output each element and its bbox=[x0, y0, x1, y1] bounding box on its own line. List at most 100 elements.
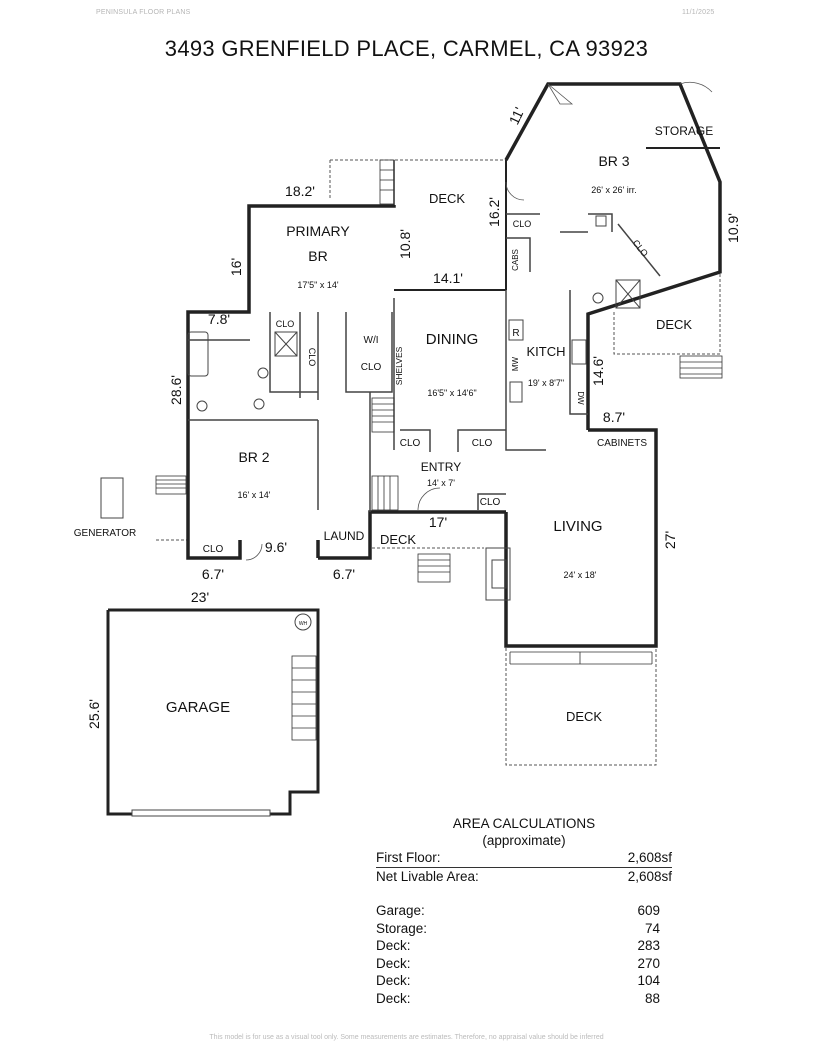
wall-clo-entry bbox=[477, 493, 506, 510]
dim-28-6: 28.6' bbox=[168, 375, 184, 405]
room-dining-size: 16'5" x 14'6" bbox=[427, 388, 476, 398]
cabinets-label: CABINETS bbox=[597, 438, 647, 449]
room-br3-name: BR 3 bbox=[598, 153, 629, 169]
garage-door bbox=[131, 809, 271, 817]
garage-walls bbox=[106, 608, 320, 816]
fireplace bbox=[485, 547, 511, 601]
area-title-line1: AREA CALCULATIONS bbox=[452, 816, 596, 831]
area-title-line2: (approximate) bbox=[482, 833, 566, 848]
room-kitchen-size: 19' x 8'7" bbox=[528, 378, 564, 388]
dim-6-7-right: 6.7' bbox=[333, 566, 355, 582]
first-floor-value: 2,608sf bbox=[627, 850, 672, 865]
room-entry-name: ENTRY bbox=[421, 460, 461, 474]
dim-9-6: 9.6' bbox=[265, 539, 287, 555]
generator-box bbox=[100, 477, 124, 519]
stairs-deck-top bbox=[379, 159, 395, 205]
area-row-item: Storage: 74 bbox=[376, 920, 672, 938]
room-kitchen-name: KITCH bbox=[527, 344, 566, 359]
deck-bottom-right-label: DECK bbox=[566, 709, 602, 724]
refrigerator bbox=[508, 319, 524, 341]
wall-cabs bbox=[506, 237, 531, 272]
deck-bottom-left-label: DECK bbox=[380, 532, 416, 547]
area-item-label: Garage: bbox=[376, 903, 425, 918]
shower-x2 bbox=[274, 331, 298, 357]
room-laund-name: LAUND bbox=[324, 529, 365, 543]
room-storage-name: STORAGE bbox=[655, 124, 713, 138]
area-row-item: Deck: 88 bbox=[376, 990, 672, 1008]
deck-top-label: DECK bbox=[429, 191, 465, 206]
dim-6-7-left: 6.7' bbox=[202, 566, 224, 582]
brand-label: PENINSULA FLOOR PLANS bbox=[96, 9, 191, 16]
dim-14-6: 14.6' bbox=[590, 356, 606, 386]
date-label: 11/1/2025 bbox=[682, 9, 715, 16]
area-item-value: 270 bbox=[637, 955, 660, 971]
stairs-entry bbox=[371, 475, 399, 511]
area-item-label: Deck: bbox=[376, 973, 411, 988]
stairs-deck-right bbox=[679, 355, 723, 379]
room-primary-name-2: BR bbox=[308, 248, 327, 264]
area-row-item: Garage: 609 bbox=[376, 902, 672, 920]
door-br3-deck bbox=[505, 181, 525, 201]
door-swings bbox=[245, 81, 713, 561]
first-floor-label: First Floor: bbox=[376, 850, 441, 865]
clo-label-br2: CLO bbox=[203, 544, 224, 555]
mw-label: MW bbox=[511, 356, 520, 371]
wall-br2-west bbox=[186, 415, 242, 560]
area-row-first-floor: First Floor: 2,608sf bbox=[376, 849, 672, 868]
dim-23: 23' bbox=[191, 589, 209, 605]
room-primary-name-1: PRIMARY bbox=[286, 223, 350, 239]
dim-18-2: 18.2' bbox=[285, 183, 315, 199]
shower bbox=[274, 331, 298, 357]
water-heater bbox=[294, 613, 312, 631]
shower-br3 bbox=[615, 279, 641, 309]
room-dining-name: DINING bbox=[426, 331, 479, 348]
disclaimer-footer: This model is for use as a visual tool o… bbox=[209, 1034, 604, 1041]
clo-label-1: CLO bbox=[276, 319, 295, 329]
dim-27: 27' bbox=[662, 531, 678, 549]
clo-label-vertical: CLO bbox=[307, 348, 317, 367]
stairs-deck-left bbox=[417, 553, 451, 583]
wall-dw bbox=[569, 290, 588, 415]
area-item-value: 104 bbox=[637, 973, 660, 988]
area-row-item: Deck: 270 bbox=[376, 955, 672, 973]
wall-living bbox=[504, 428, 658, 648]
room-br3-size: 26' x 26' irr. bbox=[591, 185, 636, 195]
net-livable-label: Net Livable Area: bbox=[376, 868, 479, 884]
wall-kitchen-west bbox=[505, 290, 546, 451]
toilet-br2 bbox=[196, 400, 208, 412]
sink-br3 bbox=[595, 215, 607, 227]
deck-right-outline bbox=[613, 272, 721, 355]
wall-bath bbox=[269, 312, 318, 393]
clo-label-entry: CLO bbox=[480, 497, 501, 508]
door-br3-top bbox=[547, 83, 574, 105]
wall-laund-south bbox=[318, 510, 506, 560]
dim-10-9: 10.9' bbox=[725, 213, 741, 243]
area-item-label: Deck: bbox=[376, 938, 411, 953]
room-living-name: LIVING bbox=[553, 518, 602, 535]
deck-outlines bbox=[156, 159, 721, 766]
area-item-value: 74 bbox=[644, 920, 660, 936]
stairs-generator bbox=[155, 475, 187, 495]
dim-16-2: 16.2' bbox=[486, 197, 502, 227]
interior-walls bbox=[188, 213, 661, 512]
area-item-value: 609 bbox=[637, 903, 660, 918]
area-calculations: AREA CALCULATIONS (approximate) First Fl… bbox=[376, 815, 672, 1007]
net-livable-value: 2,608sf bbox=[627, 868, 672, 884]
toilet-bath bbox=[253, 398, 265, 410]
room-garage-name: GARAGE bbox=[166, 699, 230, 716]
dw-label: DW bbox=[576, 391, 585, 405]
area-item-label: Deck: bbox=[376, 955, 411, 971]
deck-right-label: DECK bbox=[656, 317, 692, 332]
wi-clo-line1: W/I bbox=[364, 335, 379, 346]
dim-17: 17' bbox=[429, 514, 447, 530]
room-br2-name: BR 2 bbox=[238, 449, 269, 465]
toilet-br3 bbox=[592, 292, 604, 304]
door-entry bbox=[417, 487, 441, 511]
door-storage bbox=[679, 81, 713, 93]
shower-br3-x2 bbox=[615, 279, 641, 309]
clo-label-3: CLO bbox=[472, 438, 493, 449]
area-item-label: Storage: bbox=[376, 920, 428, 936]
stove bbox=[509, 381, 523, 403]
clo-label-diag: CLO bbox=[631, 238, 650, 259]
